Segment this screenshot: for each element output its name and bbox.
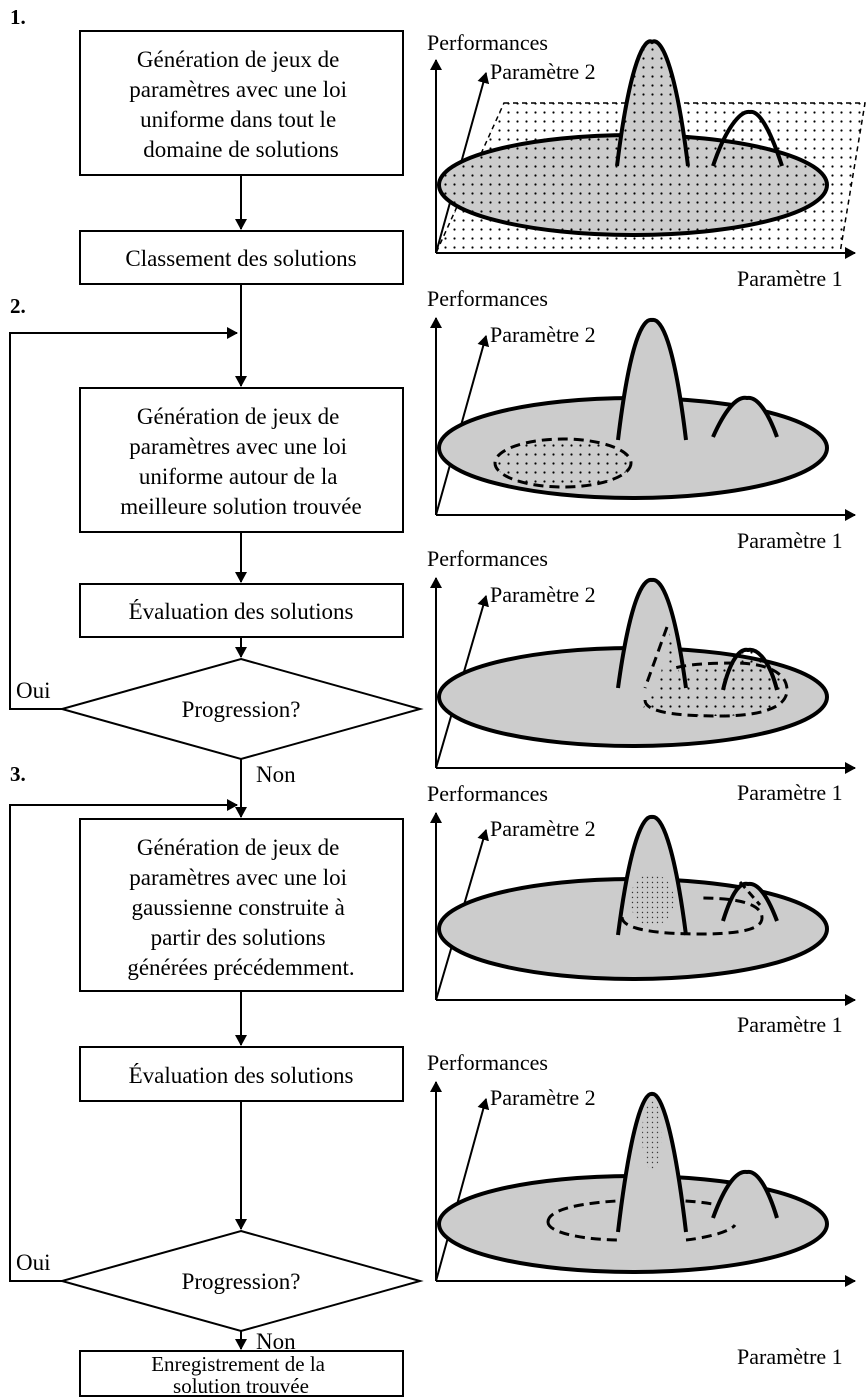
plot-5-sampling-dots: [642, 1100, 662, 1170]
flowchart: 1. 2. 3. Génération de jeux de paramètre…: [9, 5, 424, 1398]
plot-5-x-axis-label: Paramètre 1: [737, 1344, 843, 1369]
plot-5-depth-axis-label: Paramètre 2: [490, 1085, 596, 1110]
plot-5-y-axis-label: Performances: [427, 1050, 548, 1075]
box-classement-text: Classement des solutions: [125, 246, 356, 271]
plot-4-main-peak-outline: [616, 814, 688, 936]
plot-4-depth-axis-label: Paramètre 2: [490, 816, 596, 841]
box-generation-gaussian-text: Génération de jeux de paramètres avec un…: [127, 835, 354, 980]
plot-2-main-peak-outline: [616, 317, 688, 441]
plot-1-small-peak: [711, 109, 784, 167]
plot-5: Performances Paramètre 2 Paramètre 1: [427, 1050, 856, 1369]
plot-3-small-peak: [721, 647, 779, 691]
box-generation-uniform-domain-text: Génération de jeux de paramètres avec un…: [129, 47, 353, 162]
plot-1: Performances Paramètre 2 Paramètre 1: [427, 30, 866, 291]
box-generation-uniform-best: [79, 387, 404, 533]
box-generation-uniform-domain: [79, 30, 404, 176]
branch-non-1: Non: [256, 762, 296, 787]
box-evaluation-2-text: Évaluation des solutions: [129, 1063, 354, 1088]
plot-3: Performances Paramètre 2 Paramètre 1: [427, 546, 856, 805]
plot-5-small-peak: [711, 1169, 779, 1219]
plot-2-x-axis-label: Paramètre 1: [737, 528, 843, 553]
plot-2-small-peak: [711, 395, 779, 438]
plot-4-x-axis-label: Paramètre 1: [737, 1012, 843, 1037]
loop-oui-2: [9, 799, 238, 1282]
plot-3-x-axis-label: Paramètre 1: [737, 780, 843, 805]
plot-3-sampling-region: [643, 627, 787, 716]
plot-4: Performances Paramètre 2 Paramètre 1: [427, 781, 856, 1037]
branch-oui-2: Oui: [16, 1250, 51, 1275]
plot-1-x-axis-label: Paramètre 1: [737, 266, 843, 291]
plot-5-depth-axis: [435, 1098, 490, 1282]
plot-1-y-axis-label: Performances: [427, 30, 548, 55]
plot-2: Performances Paramètre 2 Paramètre 1: [427, 286, 856, 553]
box-evaluation-2: [79, 1046, 404, 1102]
plot-3-depth-axis-label: Paramètre 2: [490, 582, 596, 607]
plot-4-sampling-ellipse-right: [738, 881, 762, 906]
plot-3-sampling-ellipse: [643, 626, 789, 718]
step-number-1: 1.: [10, 5, 26, 29]
plot-2-sampling-ellipse: [493, 437, 633, 489]
plot-2-y-axis-label: Performances: [427, 286, 548, 311]
step-number-3: 3.: [10, 762, 26, 786]
plot-3-y-axis-label: Performances: [427, 546, 548, 571]
decision-progression-1-text: Progression?: [182, 697, 301, 722]
box-generation-gaussian: [79, 818, 404, 992]
box-generation-uniform-best-text: Génération de jeux de paramètres avec un…: [120, 404, 361, 519]
plot-5-main-peak-outline: [616, 1092, 688, 1233]
loop-oui-1: [9, 327, 238, 710]
branch-non-2: Non: [256, 1329, 296, 1354]
box-enregistrement-text: Enregistrement de la solution trouvée: [151, 1351, 331, 1398]
box-evaluation-1-text: Évaluation des solutions: [129, 599, 354, 624]
plot-1-depth-axis-label: Paramètre 2: [490, 59, 596, 84]
plot-4-y-axis-label: Performances: [427, 781, 548, 806]
plot-4-sampling-dots: [630, 874, 674, 926]
box-enregistrement: [79, 1350, 404, 1397]
plot-3-main-peak-outline: [616, 577, 688, 689]
plot-5-sampling-ellipse-front: [546, 1221, 737, 1242]
plot-1-main-peak-outline: [615, 39, 690, 167]
plot-2-depth-axis-label: Paramètre 2: [490, 322, 596, 347]
plot-4-small-peak: [721, 881, 779, 922]
branch-oui-1: Oui: [16, 678, 51, 703]
decision-progression-2-text: Progression?: [182, 1269, 301, 1294]
step-number-2: 2.: [10, 294, 26, 318]
